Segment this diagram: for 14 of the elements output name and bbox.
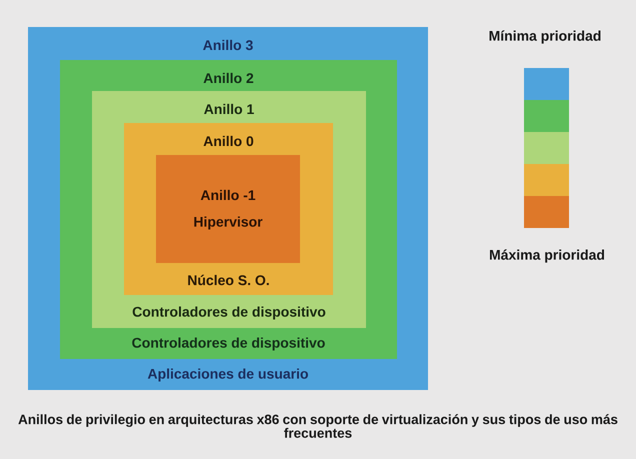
scale-label: Máxima prioridad bbox=[490, 249, 604, 263]
ring-box bbox=[156, 155, 300, 263]
layer-label: Aplicaciones de usuario bbox=[148, 368, 308, 382]
ring-label: Anillo 3 bbox=[203, 40, 253, 50]
ring-label: Anillo -1 bbox=[200, 190, 256, 200]
layer-label: Hipervisor bbox=[194, 216, 262, 230]
ring-label: Anillo 2 bbox=[204, 72, 254, 84]
layer-label: Núcleo S. O. bbox=[188, 274, 269, 286]
scale-label: Mínima prioridad bbox=[490, 30, 600, 44]
caption: Anillos de privilegio en arquitecturas x86 con soporte de virtualización y sus tipos de uso más frecuentes bbox=[18, 414, 618, 438]
layer-label: Controladores de dispositivo bbox=[132, 306, 326, 320]
layer-label: Controladores de dispositivo bbox=[132, 337, 325, 351]
ring-label: Anillo 0 bbox=[204, 136, 254, 146]
ring-label: Anillo 1 bbox=[204, 104, 254, 114]
